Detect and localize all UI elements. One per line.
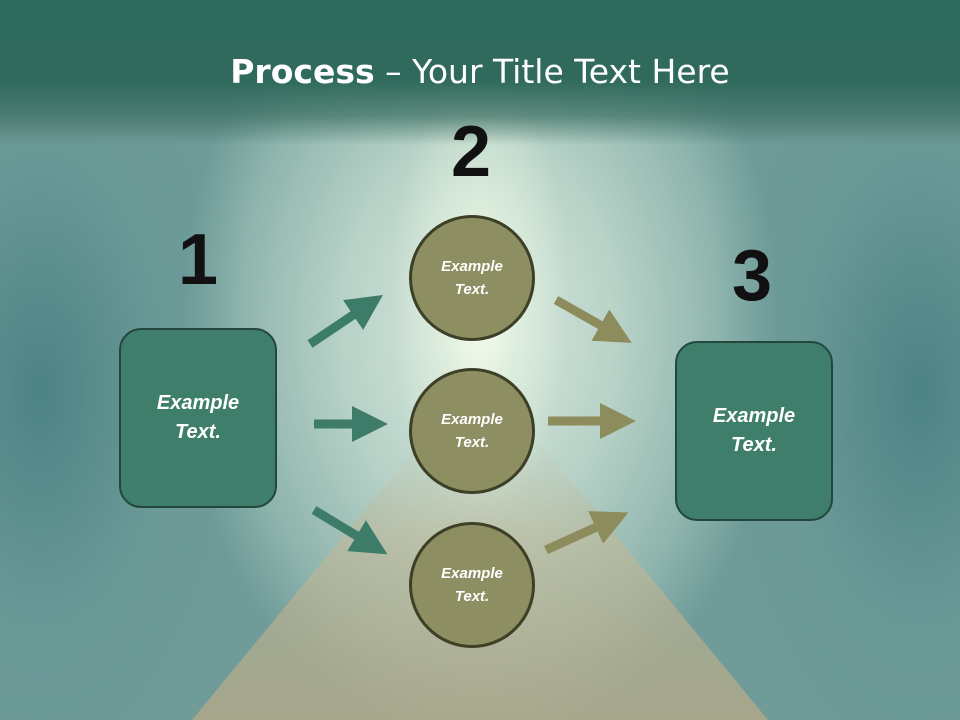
step-circle-top[interactable]: Example Text.	[409, 215, 535, 341]
arrow-left-to-top	[310, 305, 368, 344]
arrow-bottom-to-right	[546, 520, 612, 550]
circle-middle-text: Example Text.	[441, 408, 503, 454]
left-step-text: Example Text.	[157, 389, 239, 447]
right-step-box[interactable]: Example Text.	[675, 341, 833, 521]
circle-top-text: Example Text.	[441, 255, 503, 301]
arrow-left-to-bottom	[314, 510, 372, 545]
step-circle-middle[interactable]: Example Text.	[409, 368, 535, 494]
circle-bottom-text: Example Text.	[441, 562, 503, 608]
step-circle-bottom[interactable]: Example Text.	[409, 522, 535, 648]
arrow-top-to-right	[556, 300, 616, 334]
left-step-box[interactable]: Example Text.	[119, 328, 277, 508]
right-step-text: Example Text.	[713, 402, 795, 460]
